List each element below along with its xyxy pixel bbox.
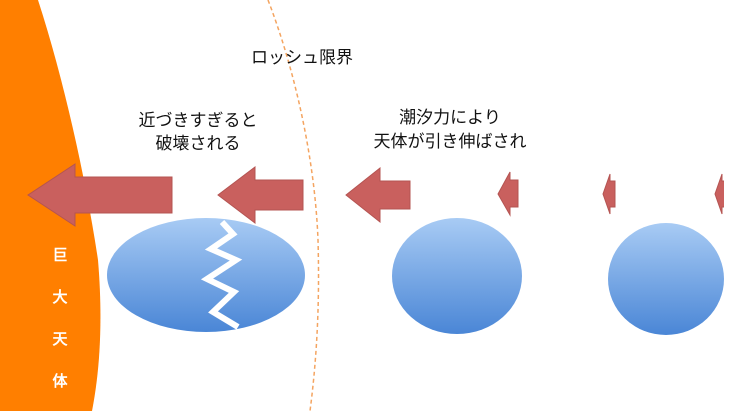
- crack-line: [200, 219, 243, 330]
- giant-body-label-char-1: 巨: [52, 246, 68, 264]
- tidal-label-line2: 天体が引き伸ばされ: [373, 132, 527, 152]
- broken-body: [107, 218, 305, 332]
- distant-body: [608, 223, 724, 335]
- arrow-medium-2: [345, 166, 411, 224]
- arrow-small-3: [714, 173, 724, 215]
- too-close-label-line2: 破壊される: [155, 134, 241, 154]
- arrow-small-1: [497, 171, 519, 217]
- arrow-small-2: [602, 173, 616, 215]
- too-close-label-line1: 近づきすぎると: [138, 111, 258, 131]
- giant-body-label-char-4: 体: [52, 372, 68, 390]
- arrow-medium-1: [217, 165, 304, 225]
- giant-body-label-char-3: 天: [52, 330, 68, 348]
- stretched-body: [392, 218, 522, 334]
- arrow-large: [27, 163, 173, 227]
- tidal-label-line1: 潮汐力により: [399, 108, 501, 128]
- roche-limit-line: [267, 0, 320, 411]
- giant-body-label-char-2: 大: [52, 288, 68, 306]
- roche-limit-label: ロッシュ限界: [251, 48, 353, 68]
